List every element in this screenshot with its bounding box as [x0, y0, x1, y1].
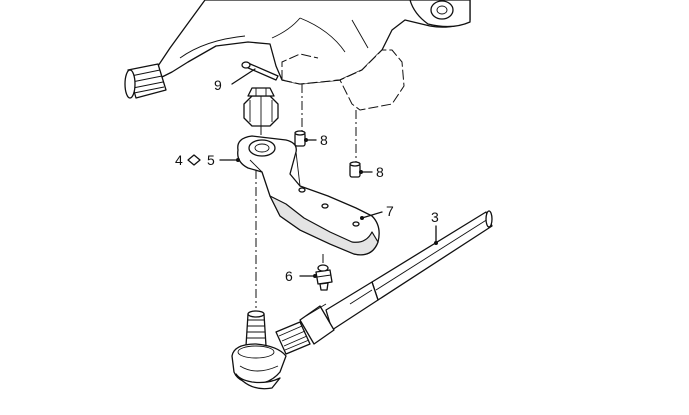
- arrow-dot: [360, 216, 364, 220]
- arrow-dot: [236, 158, 240, 162]
- knuckle-arm-phantom: [281, 49, 405, 168]
- steering-arm: [237, 135, 380, 256]
- steering-knuckle: [157, 0, 471, 85]
- tie-rod-end: [231, 310, 287, 390]
- callout-8-upper: 8: [320, 132, 328, 148]
- dowel-pin-upper: [294, 130, 306, 147]
- arrow-dot: [359, 170, 363, 174]
- callout-5: 5: [207, 152, 215, 168]
- cotter-pin: [231, 61, 279, 85]
- callout-3: 3: [431, 209, 439, 225]
- callout-9: 9: [214, 77, 222, 93]
- arrow-dot: [434, 241, 438, 245]
- grease-fitting: [315, 264, 333, 291]
- callout-6: 6: [285, 268, 293, 284]
- arrow-dot: [313, 274, 317, 278]
- callout-8-lower: 8: [376, 164, 384, 180]
- dowel-pin-lower: [349, 161, 361, 178]
- callout-4: 4: [175, 152, 183, 168]
- arrow-dot: [304, 138, 308, 142]
- callout-7: 7: [386, 203, 394, 219]
- tie-rod: [275, 210, 493, 355]
- spindle-stub: [124, 63, 167, 99]
- diamond-icon: [187, 154, 201, 166]
- castle-nut: [243, 87, 279, 127]
